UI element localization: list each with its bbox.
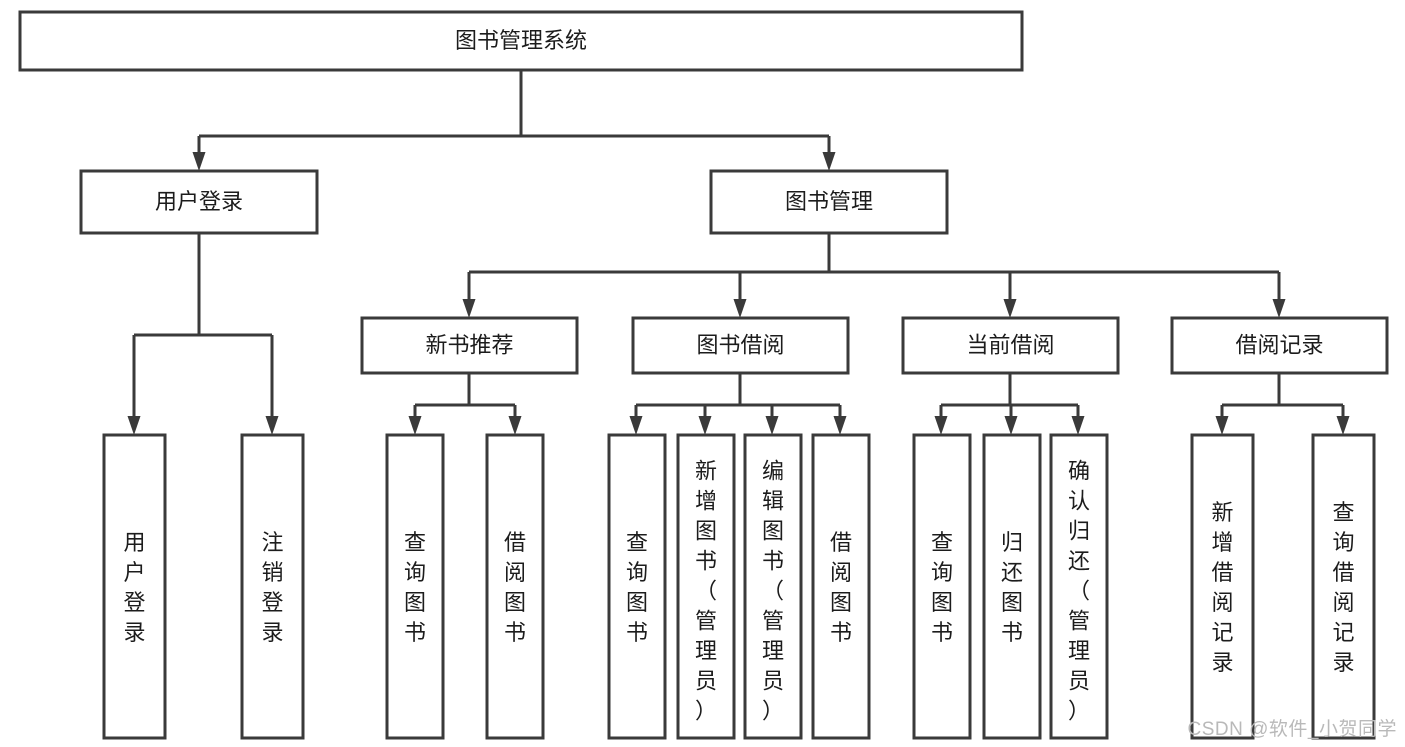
node-label-borrow-record: 借阅记录 (1235, 332, 1323, 357)
node-leaf-add-book[interactable]: 新增图书（管理员） (676, 433, 736, 740)
node-box-new-book-rec[interactable] (360, 316, 579, 375)
node-user-login[interactable]: 用户登录 (79, 169, 319, 235)
arrow-head-icon (408, 416, 422, 435)
arrow-head-icon (1272, 299, 1286, 318)
connector-group-root-to-level2 (192, 70, 836, 171)
node-label-leaf-borrow-book-1: 借阅图书 (504, 530, 526, 645)
arrow-head-icon (934, 416, 948, 435)
arrow-head-icon (192, 152, 206, 171)
node-box-current-borrow[interactable] (901, 316, 1120, 375)
arrow-head-icon (1003, 299, 1017, 318)
arrow-head-icon (822, 152, 836, 171)
arrow-head-icon (629, 416, 643, 435)
node-leaf-user-login[interactable]: 用户登录 (102, 433, 167, 740)
node-box-root[interactable] (18, 10, 1024, 72)
arrow-head-icon (833, 416, 847, 435)
connector-group-book-borrow-to-leaves (629, 373, 847, 435)
node-box-borrow-record[interactable] (1170, 316, 1389, 375)
node-current-borrow[interactable]: 当前借阅 (901, 316, 1120, 375)
arrow-head-icon (508, 416, 522, 435)
arrow-head-icon (1215, 416, 1229, 435)
node-leaf-borrow-book-1[interactable]: 借阅图书 (485, 433, 545, 740)
node-leaf-query-book-1[interactable]: 查询图书 (385, 433, 445, 740)
arrow-head-icon (265, 416, 279, 435)
node-box-leaf-query-book-1[interactable] (385, 433, 445, 740)
node-book-borrow[interactable]: 图书借阅 (631, 316, 850, 375)
node-label-leaf-query-book-1: 查询图书 (404, 530, 426, 645)
node-label-leaf-query-book-3: 查询图书 (931, 530, 953, 645)
node-label-current-borrow: 当前借阅 (966, 332, 1054, 357)
arrow-head-icon (733, 299, 747, 318)
node-leaf-add-record[interactable]: 新增借阅记录 (1190, 433, 1255, 740)
node-label-root: 图书管理系统 (455, 28, 587, 53)
node-box-book-manage[interactable] (709, 169, 949, 235)
node-leaf-edit-book[interactable]: 编辑图书（管理员） (743, 433, 803, 740)
node-new-book-rec[interactable]: 新书推荐 (360, 316, 579, 375)
node-box-leaf-query-record[interactable] (1311, 433, 1376, 740)
connector-group-borrow-record-to-leaves (1215, 373, 1350, 435)
connector-group-new-book-rec-to-leaves (408, 373, 522, 435)
node-box-leaf-borrow-book-2[interactable] (811, 433, 871, 740)
node-label-leaf-edit-book: 编辑图书（管理员） (762, 458, 784, 723)
arrow-head-icon (462, 299, 476, 318)
node-leaf-confirm-return[interactable]: 确认归还（管理员） (1049, 433, 1109, 740)
node-label-leaf-user-login: 用户登录 (123, 530, 145, 645)
node-box-leaf-add-record[interactable] (1190, 433, 1255, 740)
node-label-leaf-add-book: 新增图书（管理员） (695, 458, 717, 723)
node-root[interactable]: 图书管理系统 (18, 10, 1024, 72)
node-label-leaf-add-record: 新增借阅记录 (1211, 500, 1233, 675)
arrow-head-icon (1071, 416, 1085, 435)
node-label-leaf-query-record: 查询借阅记录 (1332, 500, 1354, 675)
node-leaf-query-book-2[interactable]: 查询图书 (607, 433, 667, 740)
connector-group-user-login-to-leaves (127, 233, 279, 435)
node-layer: 图书管理系统用户登录图书管理新书推荐图书借阅当前借阅借阅记录用户登录注销登录查询… (18, 10, 1389, 740)
connector-group-current-borrow-to-leaves (934, 373, 1085, 435)
node-book-manage[interactable]: 图书管理 (709, 169, 949, 235)
node-label-book-borrow: 图书借阅 (696, 332, 784, 357)
connector-group-book-manage-to-level3 (462, 233, 1286, 318)
node-box-leaf-return-book[interactable] (982, 433, 1042, 740)
arrow-head-icon (765, 416, 779, 435)
node-leaf-return-book[interactable]: 归还图书 (982, 433, 1042, 740)
node-label-leaf-return-book: 归还图书 (1001, 530, 1023, 645)
arrow-head-icon (1004, 416, 1018, 435)
node-box-leaf-query-book-3[interactable] (912, 433, 972, 740)
node-box-leaf-add-book[interactable] (676, 433, 736, 740)
node-leaf-borrow-book-2[interactable]: 借阅图书 (811, 433, 871, 740)
node-label-user-login: 用户登录 (155, 189, 243, 214)
node-box-leaf-borrow-book-1[interactable] (485, 433, 545, 740)
node-box-leaf-query-book-2[interactable] (607, 433, 667, 740)
arrow-head-icon (127, 416, 141, 435)
node-label-new-book-rec: 新书推荐 (425, 332, 513, 357)
node-borrow-record[interactable]: 借阅记录 (1170, 316, 1389, 375)
node-box-leaf-logout[interactable] (240, 433, 305, 740)
connector-layer (127, 70, 1350, 435)
node-leaf-logout[interactable]: 注销登录 (240, 433, 305, 740)
node-label-leaf-logout: 注销登录 (261, 530, 283, 645)
node-leaf-query-book-3[interactable]: 查询图书 (912, 433, 972, 740)
node-box-user-login[interactable] (79, 169, 319, 235)
arrow-head-icon (1336, 416, 1350, 435)
node-label-book-manage: 图书管理 (785, 189, 873, 214)
node-label-leaf-confirm-return: 确认归还（管理员） (1068, 458, 1090, 723)
node-box-leaf-confirm-return[interactable] (1049, 433, 1109, 740)
node-label-leaf-query-book-2: 查询图书 (626, 530, 648, 645)
node-label-leaf-borrow-book-2: 借阅图书 (830, 530, 852, 645)
node-box-leaf-edit-book[interactable] (743, 433, 803, 740)
node-box-leaf-user-login[interactable] (102, 433, 167, 740)
node-leaf-query-record[interactable]: 查询借阅记录 (1311, 433, 1376, 740)
node-box-book-borrow[interactable] (631, 316, 850, 375)
arrow-head-icon (698, 416, 712, 435)
